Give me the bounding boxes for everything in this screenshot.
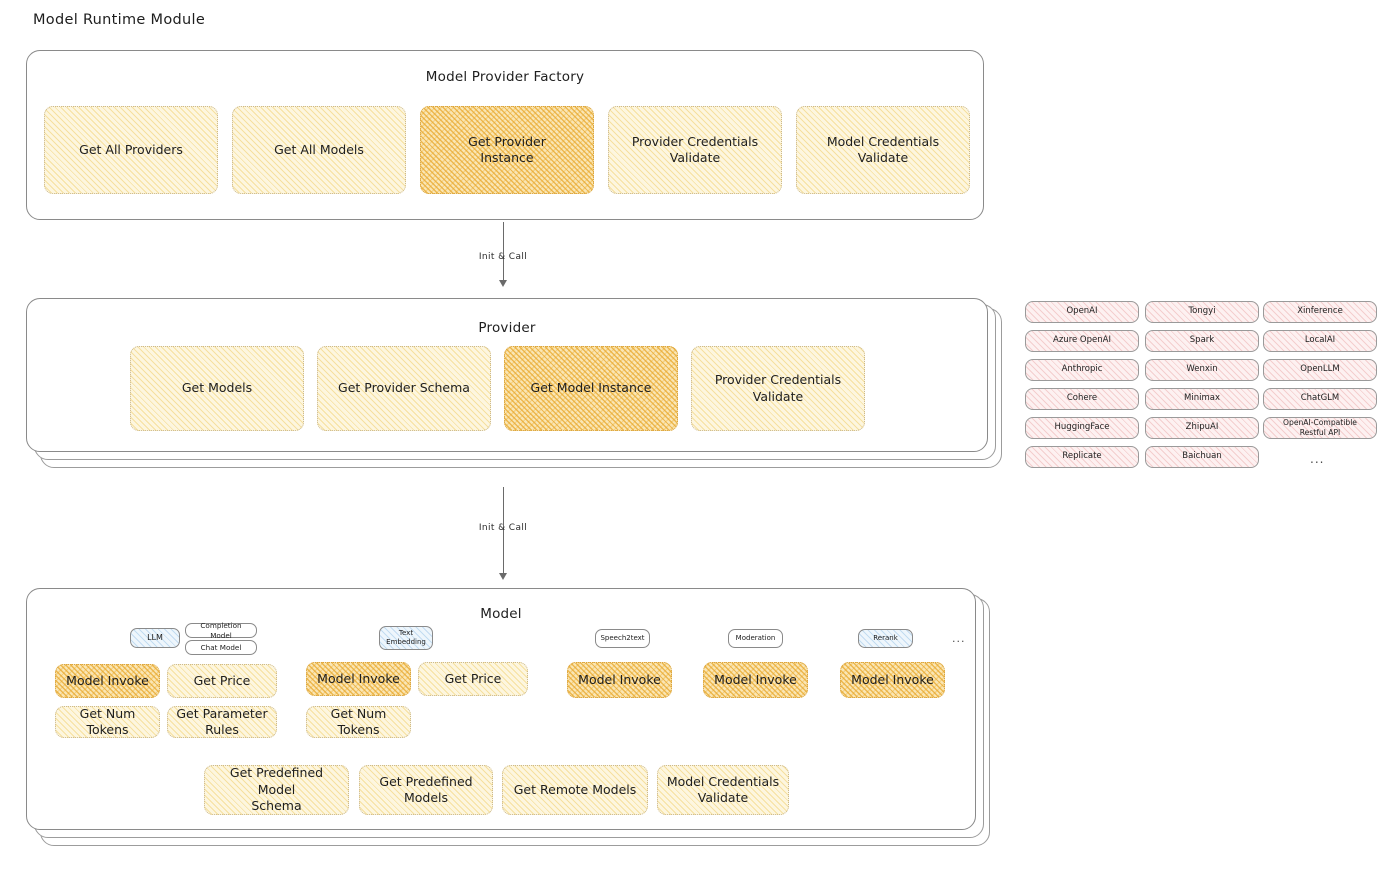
provider-pill-localai[interactable]: LocalAI (1263, 330, 1377, 352)
node-get-provider-schema[interactable]: Get Provider Schema (317, 346, 491, 431)
model-type-badge-moderation[interactable]: Moderation (728, 629, 783, 648)
node-model-credentials-validate-3[interactable]: Model Credentials Validate (657, 765, 789, 815)
node-text-embedding-get-price[interactable]: Get Price (418, 662, 528, 696)
model-type-badge-speech2text[interactable]: Speech2text (595, 629, 650, 648)
node-model-credentials-validate[interactable]: Model Credentials Validate (796, 106, 970, 194)
node-get-provider-instance[interactable]: Get Provider Instance (420, 106, 594, 194)
node-rerank-model-invoke[interactable]: Model Invoke (840, 662, 945, 698)
provider-pill-chatglm[interactable]: ChatGLM (1263, 388, 1377, 410)
node-get-all-models[interactable]: Get All Models (232, 106, 406, 194)
provider-pill-azure-openai[interactable]: Azure OpenAI (1025, 330, 1139, 352)
provider-pill-huggingface[interactable]: HuggingFace (1025, 417, 1139, 439)
node-get-models[interactable]: Get Models (130, 346, 304, 431)
provider-pill-tongyi[interactable]: Tongyi (1145, 301, 1259, 323)
node-get-predefined-models[interactable]: Get Predefined Models (359, 765, 493, 815)
model-provider-factory-title: Model Provider Factory (425, 69, 585, 85)
model-title: Model (480, 606, 522, 622)
model-type-badge-llm[interactable]: LLM (130, 628, 180, 648)
provider-pill-baichuan[interactable]: Baichuan (1145, 446, 1259, 468)
node-get-model-instance[interactable]: Get Model Instance (504, 346, 678, 431)
provider-pill-spark[interactable]: Spark (1145, 330, 1259, 352)
provider-pill-minimax[interactable]: Minimax (1145, 388, 1259, 410)
node-llm-get-price[interactable]: Get Price (167, 664, 277, 698)
model-types-more-ellipsis: ... (952, 632, 966, 645)
provider-pill-openllm[interactable]: OpenLLM (1263, 359, 1377, 381)
provider-pill-anthropic[interactable]: Anthropic (1025, 359, 1139, 381)
node-llm-get-parameter-rules[interactable]: Get Parameter Rules (167, 706, 277, 738)
arrow-provider-to-model-head (498, 573, 507, 580)
node-speech2text-model-invoke[interactable]: Model Invoke (567, 662, 672, 698)
node-moderation-model-invoke[interactable]: Model Invoke (703, 662, 808, 698)
node-provider-credentials-validate[interactable]: Provider Credentials Validate (608, 106, 782, 194)
node-get-predefined-model-schema[interactable]: Get Predefined Model Schema (204, 765, 349, 815)
model-subbadge-completion-model[interactable]: Completion Model (185, 621, 257, 640)
provider-pill-wenxin[interactable]: Wenxin (1145, 359, 1259, 381)
provider-title: Provider (478, 320, 536, 336)
model-subbadge-chat-model[interactable]: Chat Model (185, 640, 257, 655)
node-provider-credentials-validate-2[interactable]: Provider Credentials Validate (691, 346, 865, 431)
model-type-badge-text-embedding[interactable]: Text Embedding (379, 626, 433, 650)
arrow-label-init-call-2: Init & Call (478, 523, 528, 533)
provider-pill-openai-compatible-restful-api[interactable]: OpenAI-Compatible Restful API (1263, 417, 1377, 439)
node-llm-get-num-tokens[interactable]: Get Num Tokens (55, 706, 160, 738)
provider-pill-cohere[interactable]: Cohere (1025, 388, 1139, 410)
node-text-embedding-model-invoke[interactable]: Model Invoke (306, 662, 411, 696)
provider-pill-zhipuai[interactable]: ZhipuAI (1145, 417, 1259, 439)
provider-pill-replicate[interactable]: Replicate (1025, 446, 1139, 468)
provider-list-more-ellipsis: ... (1310, 452, 1325, 466)
page-title: Model Runtime Module (33, 12, 206, 28)
node-get-all-providers[interactable]: Get All Providers (44, 106, 218, 194)
node-get-remote-models[interactable]: Get Remote Models (502, 765, 648, 815)
node-text-embedding-get-num-tokens[interactable]: Get Num Tokens (306, 706, 411, 738)
arrow-label-init-call-1: Init & Call (478, 252, 528, 262)
arrow-factory-to-provider-head (498, 280, 507, 287)
arrow-provider-to-model-line (503, 487, 504, 575)
provider-pill-openai[interactable]: OpenAI (1025, 301, 1139, 323)
arrow-factory-to-provider-line (503, 222, 504, 282)
model-type-badge-rerank[interactable]: Rerank (858, 629, 913, 648)
provider-pill-xinference[interactable]: Xinference (1263, 301, 1377, 323)
node-llm-model-invoke[interactable]: Model Invoke (55, 664, 160, 698)
